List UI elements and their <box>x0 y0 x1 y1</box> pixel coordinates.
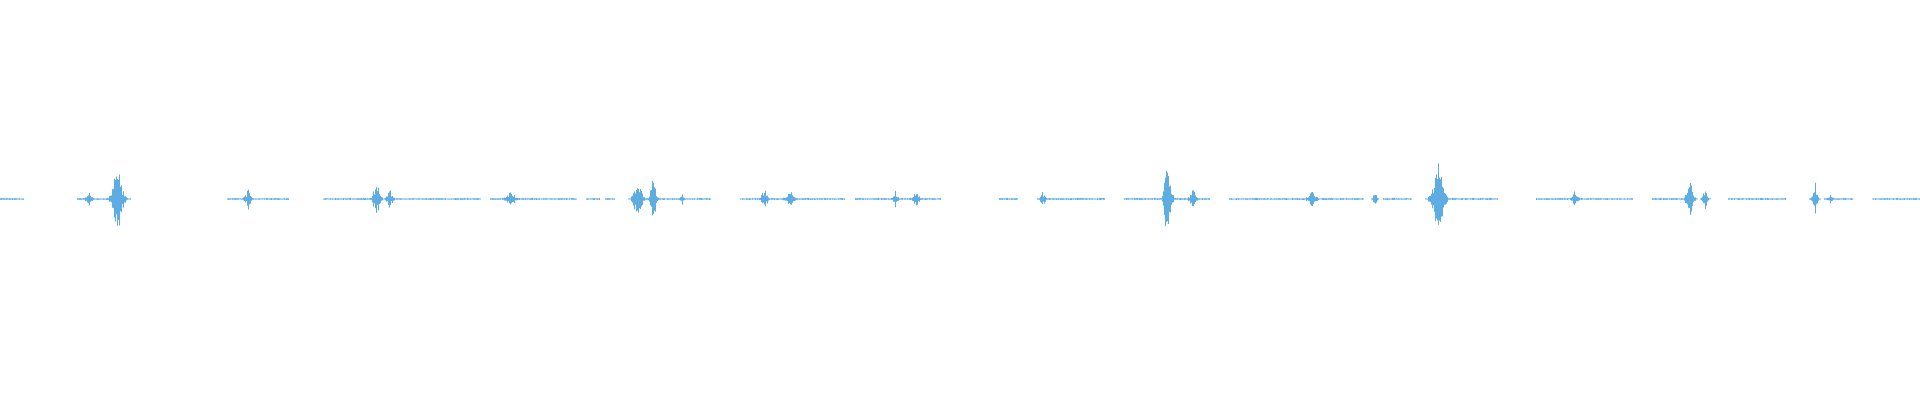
waveform-samples <box>0 163 1920 227</box>
